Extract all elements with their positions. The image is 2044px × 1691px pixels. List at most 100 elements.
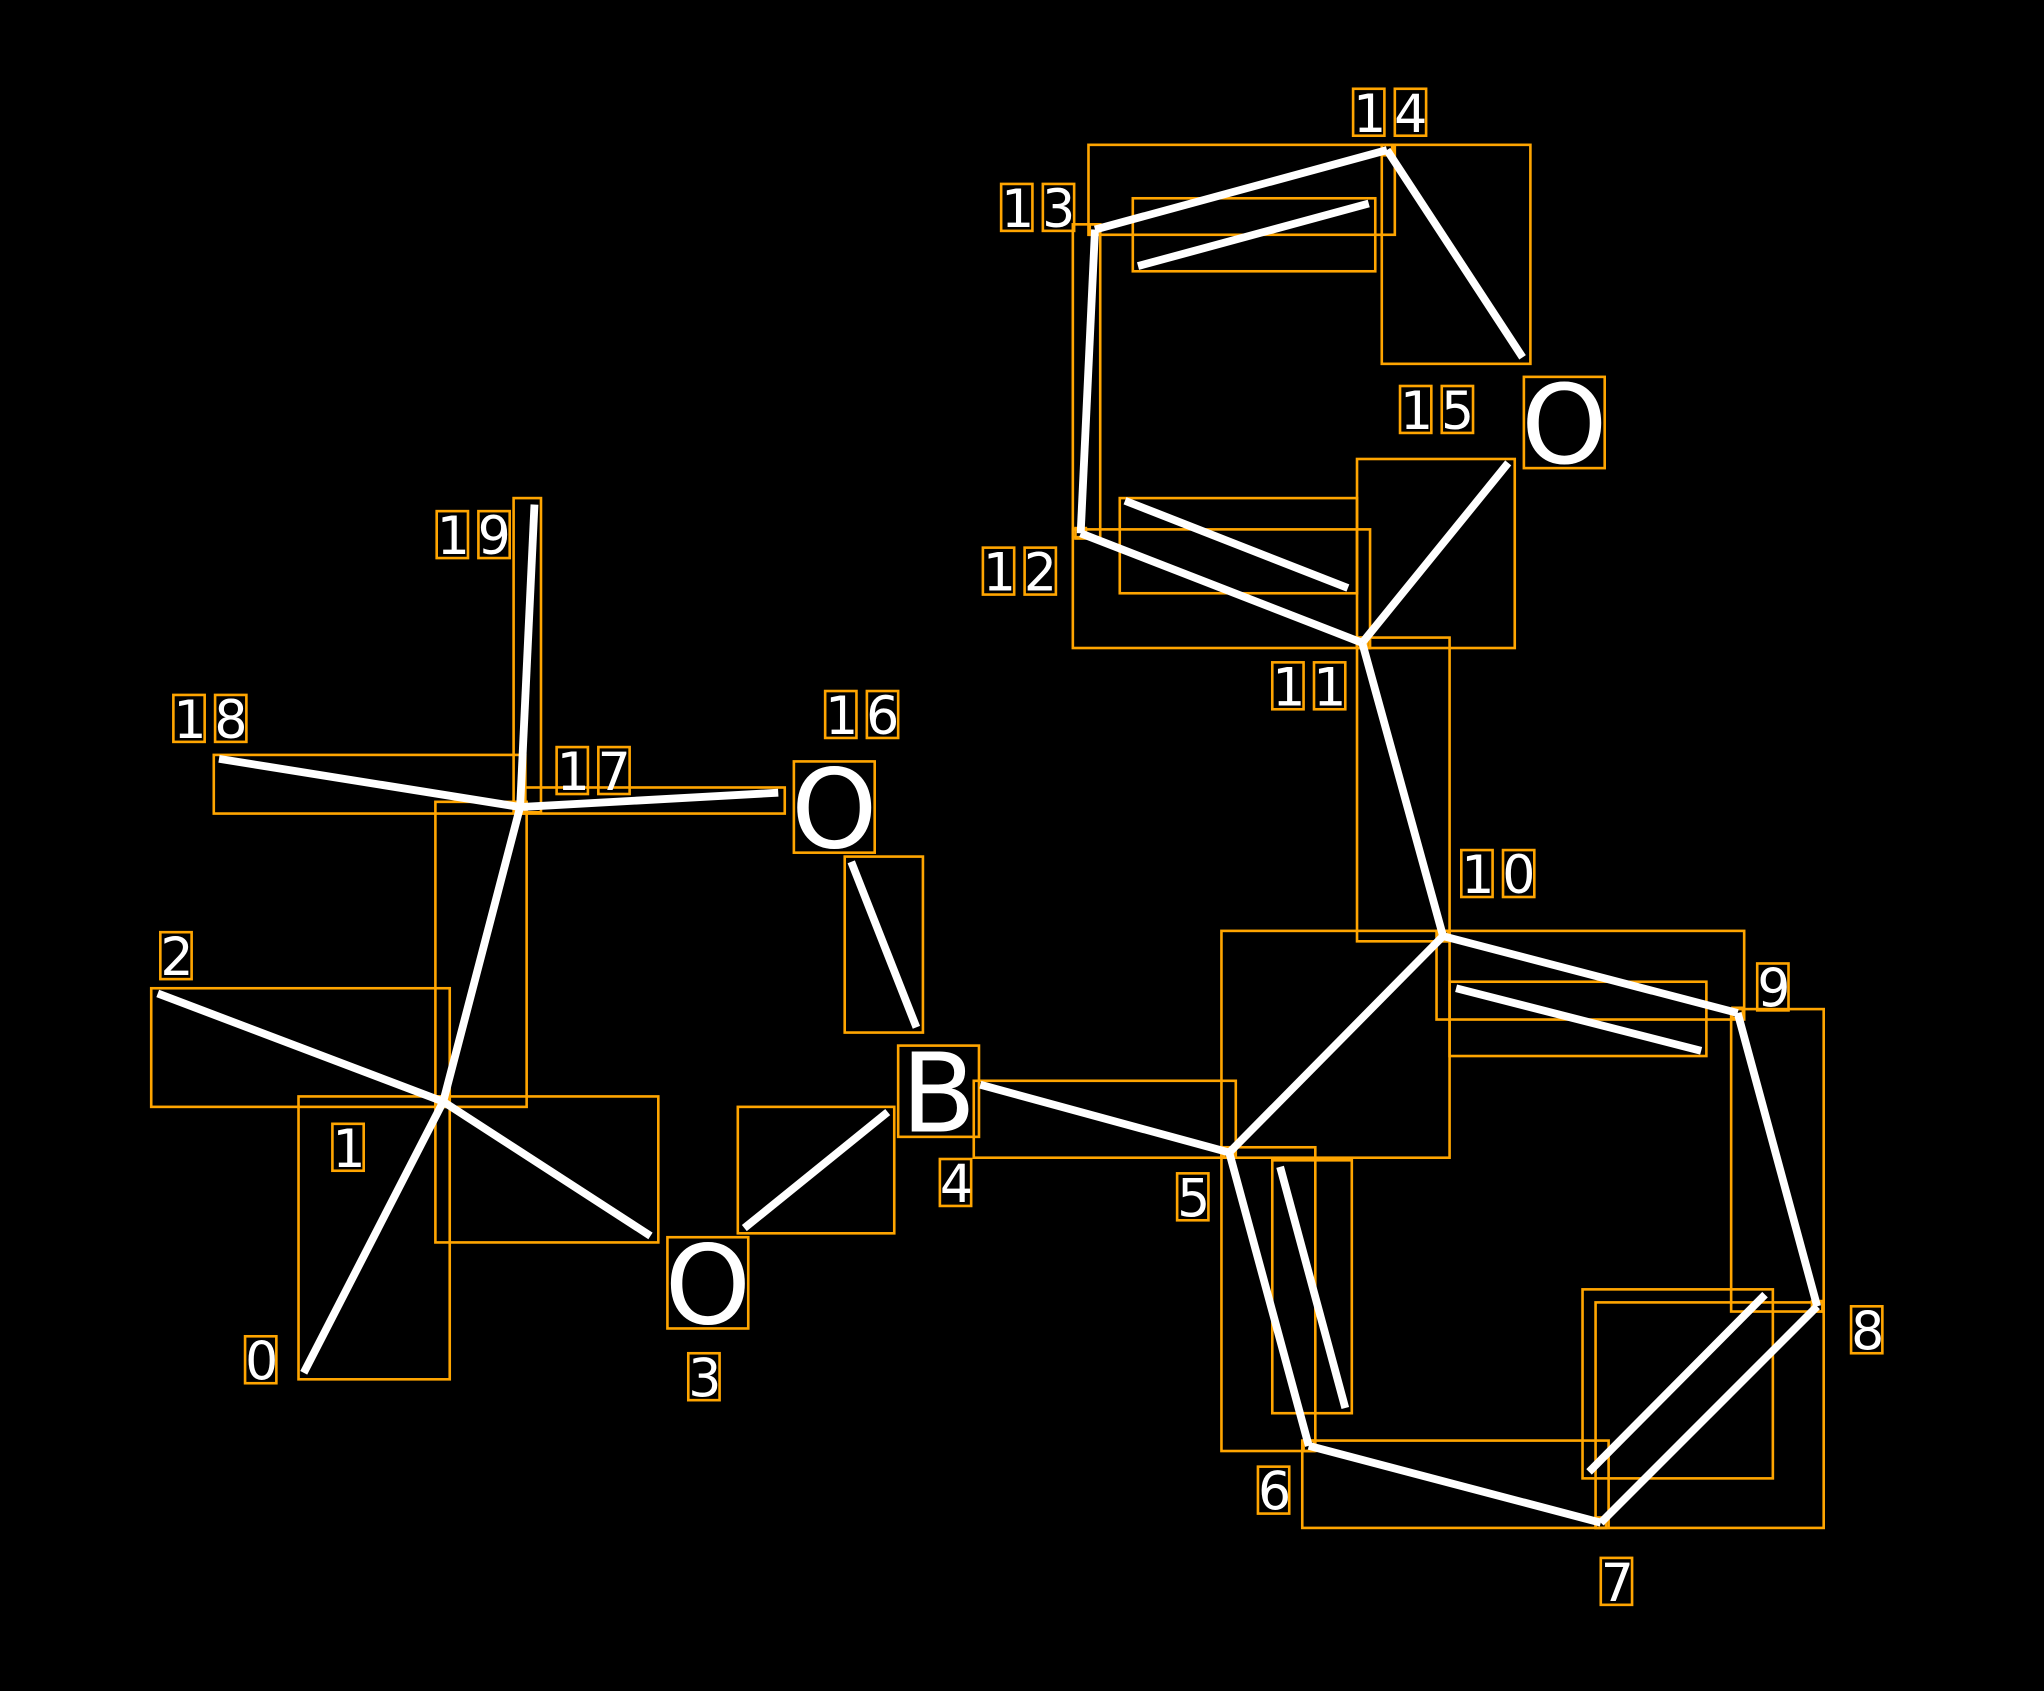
index-char-box [1351,87,1386,138]
index-text: 9 [1757,959,1798,1019]
bonds [156,146,1821,1527]
bond-line [979,1080,1231,1157]
atom-label: O [665,1221,751,1349]
bounding-box [972,1079,1238,1160]
atom-index-label: 1 [331,1120,366,1180]
bounding-box [149,986,452,1109]
bounding-box [1380,143,1532,366]
bond-line [1276,1165,1350,1410]
index-char-box [938,1157,973,1208]
index-text: 7 [1601,1554,1642,1614]
atom-index-label: 5 [1175,1169,1218,1229]
bounding-box [1448,980,1708,1058]
atom-index-label: 18 [172,691,255,751]
bond-line [1383,147,1526,360]
index-char-box [1460,848,1494,899]
index-char-box [1041,182,1076,233]
index-char-box [823,689,858,740]
bond-line [1226,933,1446,1156]
index-char-box [243,1334,278,1385]
index-char-box [1393,87,1428,138]
bounding-box [1131,196,1377,273]
bond-line [1733,1011,1821,1308]
atom-index-label: 19 [435,507,519,567]
index-char-box [159,930,193,981]
index-char-box [1270,661,1305,711]
index-text: 18 [173,691,255,751]
index-char-box [477,509,511,560]
atom-index-label: 16 [823,687,907,747]
index-char-box [1023,546,1058,596]
bounding-boxes [149,143,1825,1530]
bond-line [741,1109,891,1232]
index-text: 3 [688,1349,729,1409]
atom-index-label: 13 [999,180,1083,240]
atom-index-label: 6 [1256,1463,1299,1523]
index-char-box [1398,384,1433,435]
bounding-box [1581,1288,1775,1480]
bounding-box [212,753,527,815]
index-text: 4 [940,1155,981,1215]
atom-index-label: 2 [159,928,194,988]
bond-line [1076,229,1099,534]
bond-line [1598,1303,1820,1526]
bounding-box [297,1095,452,1381]
bond-line [1123,497,1350,592]
bond-line [1455,984,1703,1055]
index-text: 6 [1258,1463,1299,1523]
bond-line [1307,1442,1602,1527]
atom-label-box [666,1235,750,1330]
atom-label: O [1521,361,1607,489]
index-text: 5 [1177,1169,1218,1229]
index-char-box [597,745,631,796]
atom-index-label: 3 [686,1349,729,1409]
index-char-box [435,509,470,560]
bounding-box [843,855,925,1034]
bond-line [441,1098,653,1240]
index-char-box [1312,661,1347,711]
bond-line [1136,199,1370,270]
atom-label: B [901,1030,976,1158]
bond-line [1586,1291,1768,1475]
index-text: 12 [983,544,1065,604]
index-text: 0 [245,1332,286,1392]
atom-index-label: 7 [1599,1554,1642,1614]
index-text: 17 [557,743,639,803]
atom-index-label: 4 [938,1155,981,1215]
index-char-box [1599,1556,1634,1607]
bounding-box [1300,1439,1610,1530]
atom-index-label: 0 [243,1332,286,1392]
bond-line [516,504,539,808]
atom-label-box [1522,375,1606,470]
atom-index-label: 17 [555,743,639,803]
index-text: 14 [1353,85,1435,145]
atom-label-box [792,760,876,854]
bond-line [1358,641,1447,938]
bounding-box [1594,1301,1825,1530]
bond-line [300,1099,447,1375]
atom-index-label: 9 [1755,959,1798,1019]
bounding-box [1355,636,1451,943]
bond-line [519,788,779,811]
index-char-box [1256,1465,1291,1515]
bond-line [439,806,524,1103]
atom-index-label: 14 [1351,85,1435,145]
bond-line [1225,1151,1313,1447]
index-text: 15 [1400,382,1482,442]
atom-label-box [896,1044,981,1139]
index-text: 19 [437,507,519,567]
index-char-box [1440,384,1475,435]
atom-index-label: 15 [1398,382,1482,442]
index-char-box [213,693,248,744]
index-char-box [331,1122,365,1173]
index-char-box [1755,962,1790,1012]
bond-line [1359,460,1512,646]
bond-line [1079,529,1364,647]
index-text: 8 [1851,1302,1892,1362]
index-text: 16 [825,687,907,747]
index-text: 13 [1001,180,1083,240]
bounding-box [434,1095,660,1244]
bond-line [218,754,521,811]
index-text: 10 [1461,846,1543,906]
bounding-box [736,1105,896,1235]
